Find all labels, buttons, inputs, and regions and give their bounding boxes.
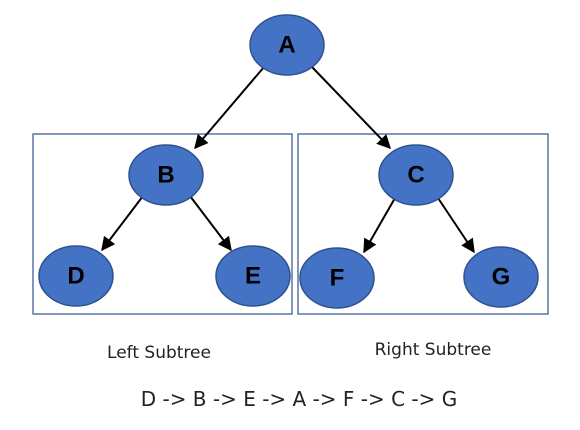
node-label-e: E — [245, 263, 261, 290]
tree-node-d: D — [38, 245, 114, 307]
edge-c-f — [363, 197, 396, 254]
edge-b-d — [101, 195, 144, 252]
edge-b-e — [189, 195, 232, 252]
right-subtree-caption: Right Subtree — [375, 340, 492, 360]
left-subtree-box — [32, 133, 293, 315]
edge-c-g — [437, 197, 475, 254]
node-label-d: D — [67, 263, 84, 290]
edge-a-b — [194, 66, 265, 150]
tree-node-g: G — [463, 246, 539, 308]
tree-node-a: A — [249, 14, 325, 76]
edge-a-c — [311, 66, 391, 150]
left-subtree-caption: Left Subtree — [107, 343, 211, 363]
tree-node-f: F — [299, 247, 375, 309]
node-label-a: A — [278, 32, 295, 59]
traversal-sequence: D -> B -> E -> A -> F -> C -> G — [141, 387, 458, 411]
tree-node-e: E — [215, 245, 291, 307]
node-label-b: B — [157, 162, 174, 189]
node-label-c: C — [407, 162, 424, 189]
tree-node-b: B — [128, 144, 204, 206]
tree-node-c: C — [378, 144, 454, 206]
node-label-f: F — [330, 265, 345, 292]
node-label-g: G — [492, 264, 511, 291]
right-subtree-box — [297, 133, 549, 315]
